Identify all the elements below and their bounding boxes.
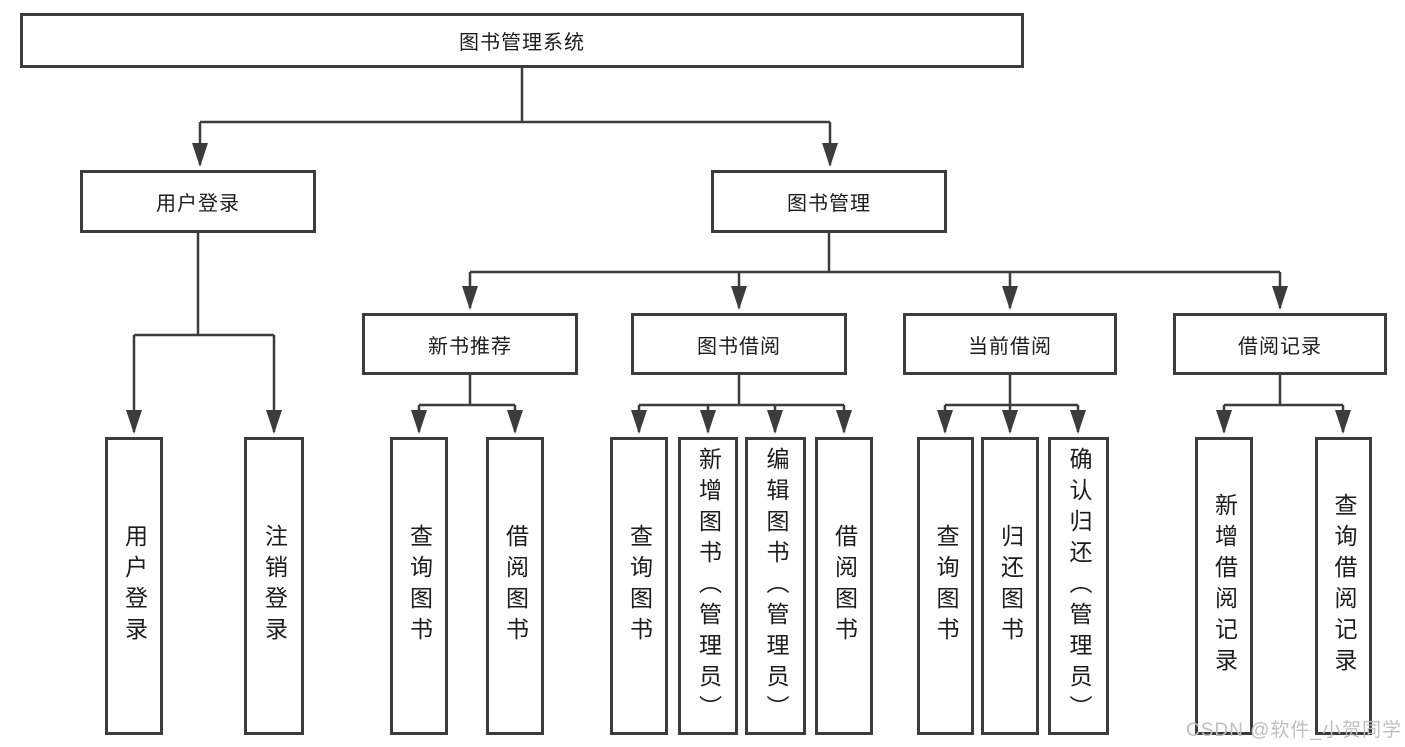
node-label: 借阅图书: [502, 524, 529, 648]
node-label: 用户登录: [156, 193, 240, 215]
leaf-query-borrow-record: 查询借阅记录: [1315, 437, 1372, 735]
node-label: 图书管理系统: [459, 32, 585, 54]
node-label: 确认归还（管理员）: [1066, 446, 1092, 726]
node-label: 编辑图书（管理员）: [763, 446, 789, 726]
csdn-watermark: CSDN @软件_小贺同学: [1186, 720, 1402, 741]
leaf-borrow-books: 借阅图书: [815, 437, 873, 735]
node-book-borrow: 图书借阅: [631, 313, 847, 375]
node-label: 新增图书（管理员）: [695, 446, 722, 726]
node-library-management-system: 图书管理系统: [20, 13, 1024, 68]
node-label: 图书借阅: [697, 335, 781, 358]
node-book-management: 图书管理: [711, 170, 947, 233]
node-label: 当前借阅: [968, 335, 1052, 358]
node-label: 新书推荐: [428, 335, 512, 358]
node-label: 查询图书: [626, 524, 653, 648]
leaf-query-books-recommend: 查询图书: [390, 437, 448, 735]
leaf-add-books-admin: 新增图书（管理员）: [678, 437, 738, 735]
leaf-edit-books-admin: 编辑图书（管理员）: [745, 437, 806, 735]
leaf-return-books: 归还图书: [981, 437, 1039, 735]
node-label: 新增借阅记录: [1211, 493, 1238, 679]
node-label: 借阅图书: [831, 524, 858, 648]
node-label: 图书管理: [787, 193, 871, 215]
node-label: 用户登录: [121, 524, 148, 648]
leaf-query-books-borrow: 查询图书: [610, 437, 668, 735]
leaf-confirm-return-admin: 确认归还（管理员）: [1048, 437, 1109, 735]
node-label: 查询图书: [406, 524, 433, 648]
node-label: 注销登录: [261, 524, 288, 648]
leaf-borrow-books-recommend: 借阅图书: [486, 437, 544, 735]
node-label: 借阅记录: [1238, 335, 1322, 358]
leaf-user-login: 用户登录: [105, 437, 163, 735]
node-user-login: 用户登录: [80, 170, 316, 233]
node-label: 查询借阅记录: [1331, 493, 1357, 679]
node-current-borrow: 当前借阅: [903, 313, 1117, 375]
node-label: 归还图书: [997, 524, 1024, 648]
leaf-query-books-current: 查询图书: [917, 437, 974, 735]
leaf-add-borrow-record: 新增借阅记录: [1195, 437, 1253, 735]
node-label: 查询图书: [933, 524, 959, 648]
node-new-book-recommend: 新书推荐: [362, 313, 578, 375]
node-borrow-records: 借阅记录: [1173, 313, 1387, 375]
leaf-logout: 注销登录: [244, 437, 304, 735]
